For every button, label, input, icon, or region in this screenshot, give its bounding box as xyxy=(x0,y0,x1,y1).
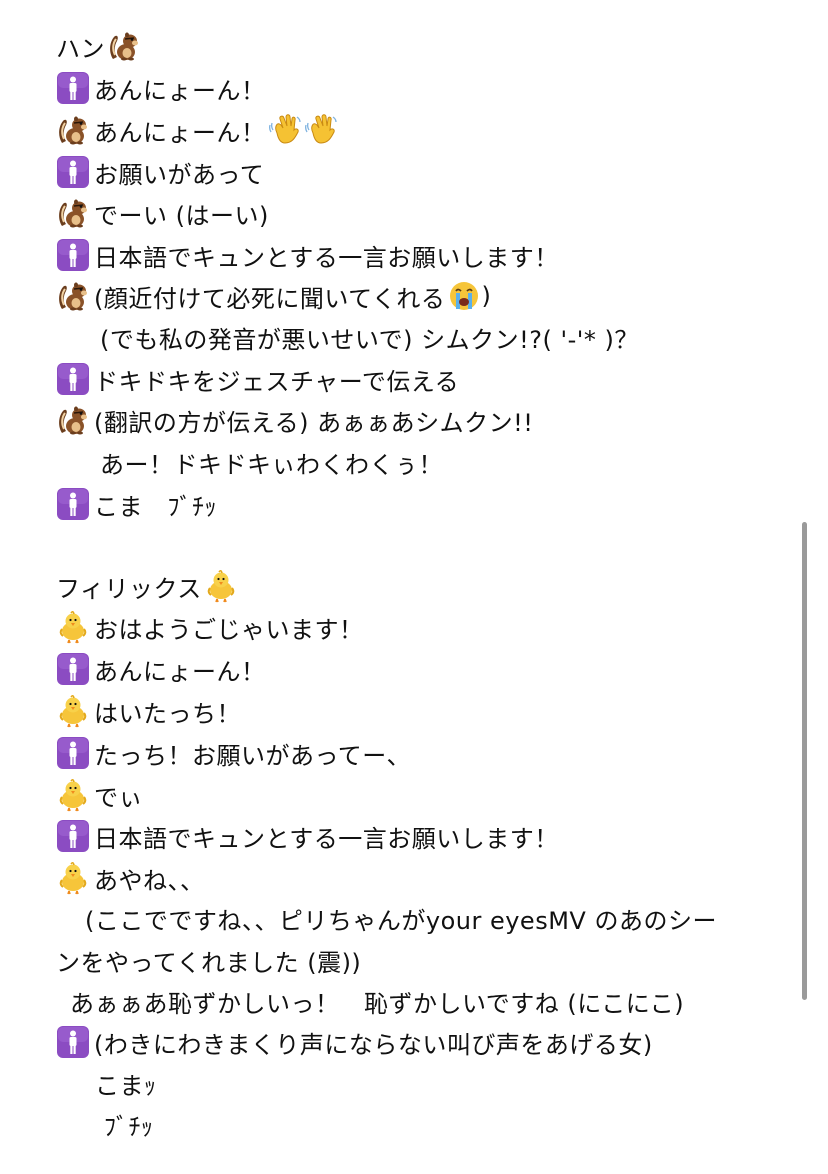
line-text: あんにょーん！ xyxy=(94,657,266,686)
chat-line: (翻訳の方が伝える) あぁぁあシムクン!! xyxy=(56,400,533,440)
line-text: あー！ドキドキぃわくわくぅ！ xyxy=(100,450,443,479)
line-text: (でも私の発音が悪いせいで) シムクン!?( '-'* )？ xyxy=(100,325,639,354)
baby-chick-icon xyxy=(56,694,90,728)
chat-line: (顔近付けて必死に聞いてくれる) xyxy=(56,276,491,316)
line-text: 日本語でキュンとする一言お願いします！ xyxy=(94,824,559,853)
line-text: あぁぁあ恥ずかしいっ！ 恥ずかしいですね (にこにこ) xyxy=(70,989,685,1018)
standing-person-icon xyxy=(56,71,90,105)
chat-line: でぃ xyxy=(56,775,143,815)
line-text: ﾌﾞﾁｯ xyxy=(104,1112,154,1141)
line-text: はいたっち！ xyxy=(94,699,241,728)
waving-hand-icon xyxy=(304,113,338,147)
line-text: (わきにわきまくり声にならない叫び声をあげる女) xyxy=(94,1030,653,1059)
chat-line: (でも私の発音が悪いせいで) シムクン!?( '-'* )？ xyxy=(100,317,639,357)
chat-line: ハン xyxy=(56,26,141,66)
standing-person-icon xyxy=(56,1025,90,1059)
line-text: (翻訳の方が伝える) あぁぁあシムクン!! xyxy=(94,408,534,437)
chat-line: ドキドキをジェスチャーで伝える xyxy=(56,359,459,399)
line-text: おはようごじゃいます！ xyxy=(94,615,364,644)
line-text: でぃ xyxy=(94,783,143,812)
chat-line: (ここでですね、、ピリちゃんがyour eyesMV のあのシー xyxy=(85,898,717,938)
standing-person-icon xyxy=(56,362,90,396)
line-text: (顔近付けて必死に聞いてくれる xyxy=(94,284,446,313)
chat-line: あんにょーん！ xyxy=(56,68,266,108)
baby-chick-icon xyxy=(56,610,90,644)
line-text: あんにょーん！ xyxy=(94,76,266,105)
standing-person-icon xyxy=(56,487,90,521)
chat-line: あんにょーん！ xyxy=(56,110,338,150)
chat-line: (わきにわきまくり声にならない叫び声をあげる女) xyxy=(56,1022,653,1062)
chat-line: たっち！お願いがあってー、 xyxy=(56,733,411,773)
chat-line: こま ﾌﾞﾁｯ xyxy=(56,484,217,524)
baby-chick-icon xyxy=(56,778,90,812)
line-text: 日本語でキュンとする一言お願いします！ xyxy=(94,243,559,272)
chipmunk-icon xyxy=(56,403,90,437)
chat-line: お願いがあって xyxy=(56,152,264,192)
chat-line: ンをやってくれました (震)) xyxy=(56,940,361,980)
chipmunk-icon xyxy=(56,279,90,313)
line-text: お願いがあって xyxy=(94,160,265,189)
line-text-tail: ) xyxy=(481,282,492,310)
line-text: あやね、、 xyxy=(94,866,205,895)
chat-line: あんにょーん！ xyxy=(56,649,266,689)
standing-person-icon xyxy=(56,155,90,189)
line-text: あんにょーん！ xyxy=(94,118,266,147)
line-text: でーい (はーい) xyxy=(94,201,269,230)
line-text: こま ﾌﾞﾁｯ xyxy=(94,492,217,521)
line-text: ドキドキをジェスチャーで伝える xyxy=(94,367,460,396)
chat-line: 日本語でキュンとする一言お願いします！ xyxy=(56,816,559,856)
line-text: フィリックス xyxy=(56,574,202,603)
baby-chick-icon xyxy=(56,861,90,895)
line-text: ハン xyxy=(56,34,105,63)
standing-person-icon xyxy=(56,652,90,686)
line-text: たっち！お願いがあってー、 xyxy=(94,741,412,770)
chat-line: あやね、、 xyxy=(56,858,205,898)
waving-hand-icon xyxy=(268,113,302,147)
chat-line: 日本語でキュンとする一言お願いします！ xyxy=(56,235,559,275)
chat-line: あぁぁあ恥ずかしいっ！ 恥ずかしいですね (にこにこ) xyxy=(70,981,684,1021)
chat-line: ﾌﾞﾁｯ xyxy=(104,1104,154,1144)
chat-line: こまｯ xyxy=(95,1063,157,1103)
standing-person-icon xyxy=(56,238,90,272)
scrollbar-thumb[interactable] xyxy=(802,522,807,1000)
chat-line: おはようごじゃいます！ xyxy=(56,607,364,647)
chat-line: はいたっち！ xyxy=(56,691,241,731)
chipmunk-icon xyxy=(107,29,141,63)
baby-chick-icon xyxy=(204,569,238,603)
standing-person-icon xyxy=(56,736,90,770)
line-text: こまｯ xyxy=(95,1071,157,1100)
chat-line: でーい (はーい) xyxy=(56,193,269,233)
line-text: ンをやってくれました (震)) xyxy=(56,948,362,977)
chipmunk-icon xyxy=(56,113,90,147)
standing-person-icon xyxy=(56,819,90,853)
chipmunk-icon xyxy=(56,196,90,230)
chat-line: フィリックス xyxy=(56,566,238,606)
line-text: (ここでですね、、ピリちゃんがyour eyesMV のあのシー xyxy=(85,906,717,935)
chat-line: あー！ドキドキぃわくわくぅ！ xyxy=(100,442,443,482)
sobbing-face-icon xyxy=(447,279,481,313)
